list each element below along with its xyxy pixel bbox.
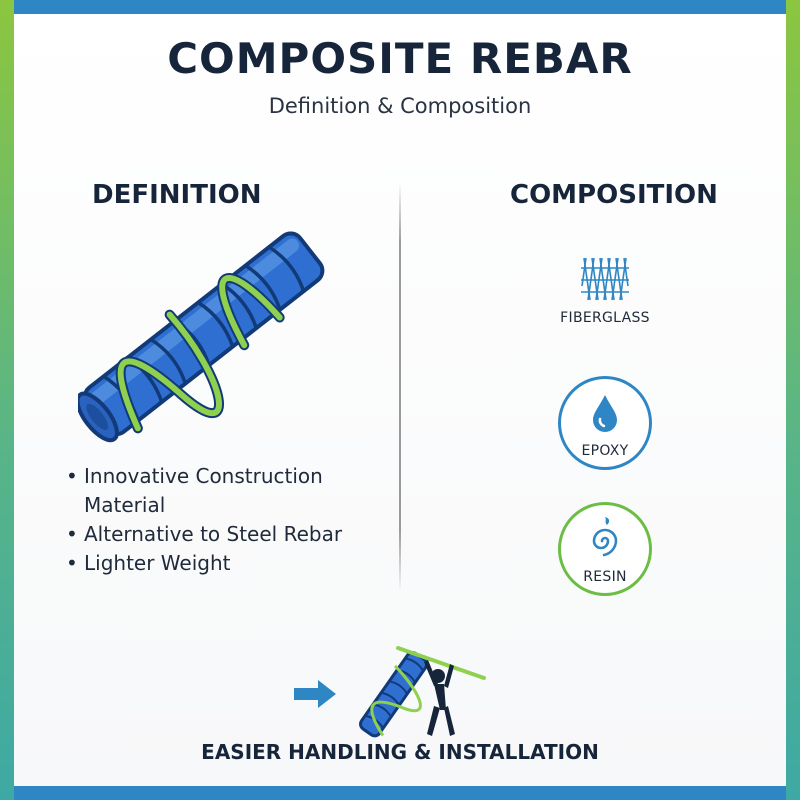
bullet-item: Innovative Construction Material bbox=[66, 462, 386, 520]
arrow-right-icon bbox=[294, 680, 336, 708]
page-subtitle: Definition & Composition bbox=[268, 94, 532, 118]
definition-heading: DEFINITION bbox=[92, 180, 262, 210]
rebar-illustration bbox=[78, 231, 325, 443]
droplet-icon bbox=[593, 395, 617, 432]
composition-epoxy: EPOXY bbox=[558, 376, 652, 470]
column-divider bbox=[399, 182, 401, 592]
composition-heading: COMPOSITION bbox=[510, 180, 718, 210]
top-band bbox=[14, 0, 786, 14]
bullet-item: Lighter Weight bbox=[66, 549, 386, 578]
footer-tagline: EASIER HANDLING & INSTALLATION bbox=[201, 740, 599, 764]
epoxy-label: EPOXY bbox=[581, 443, 629, 459]
handling-illustration bbox=[294, 646, 486, 738]
definition-bullets: Innovative Construction Material Alterna… bbox=[66, 462, 386, 578]
frame-left-border bbox=[0, 0, 14, 800]
composition-fiberglass: FIBERGLASS bbox=[540, 256, 670, 326]
person-lifting-icon bbox=[424, 660, 455, 736]
fiberglass-mesh-icon bbox=[581, 257, 629, 301]
bottom-band bbox=[14, 786, 786, 800]
composition-resin: RESIN bbox=[558, 502, 652, 596]
bullet-item: Alternative to Steel Rebar bbox=[66, 520, 386, 549]
fiberglass-label: FIBERGLASS bbox=[560, 310, 650, 326]
resin-label: RESIN bbox=[583, 569, 627, 585]
swirl-icon bbox=[592, 517, 618, 557]
page-title: COMPOSITE REBAR bbox=[167, 34, 633, 83]
frame-right-border bbox=[786, 0, 800, 800]
